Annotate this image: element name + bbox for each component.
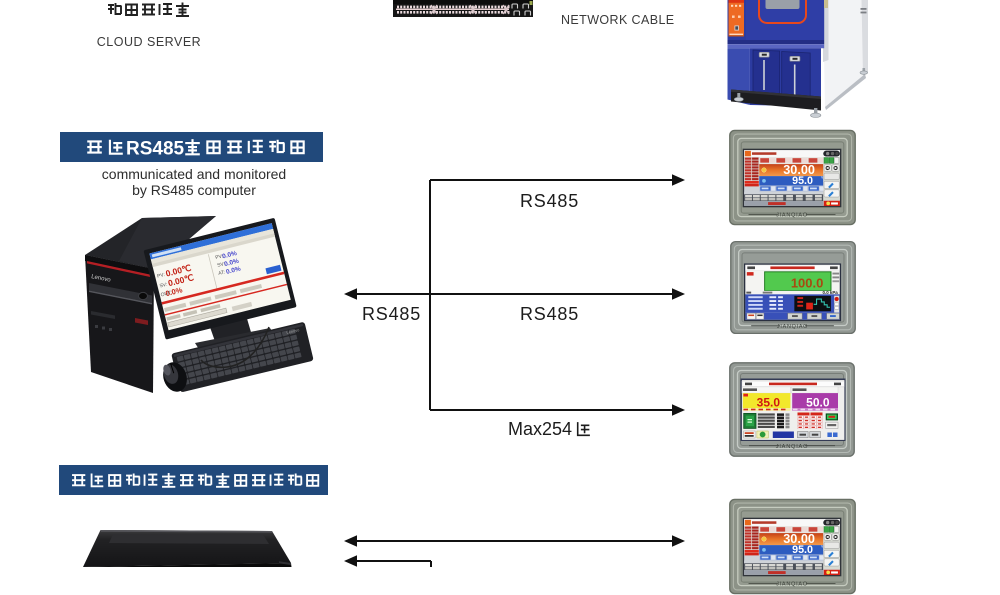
- svg-text:0.0%: 0.0%: [222, 250, 238, 260]
- svg-text:%: %: [821, 544, 825, 549]
- svg-text:0.0%: 0.0%: [165, 285, 184, 298]
- svg-text:JIANQIAO: JIANQIAO: [777, 324, 808, 330]
- svg-text:PV:: PV:: [157, 272, 166, 280]
- svg-text:OUT:: OUT:: [160, 290, 173, 299]
- svg-text:95.0: 95.0: [792, 544, 813, 556]
- svg-text:Lenovo: Lenovo: [286, 327, 301, 335]
- svg-text:JIANQIAO: JIANQIAO: [776, 444, 809, 450]
- svg-text:SV:: SV:: [159, 282, 168, 290]
- svg-text:%: %: [821, 175, 825, 180]
- svg-text:95.0: 95.0: [792, 175, 813, 187]
- svg-text:100.0: 100.0: [791, 275, 823, 290]
- svg-text:SV:: SV:: [217, 261, 226, 269]
- svg-text:AT:: AT:: [218, 269, 226, 276]
- svg-text:PV:: PV:: [215, 253, 224, 261]
- svg-text:Lenovo: Lenovo: [91, 274, 112, 284]
- svg-text:50.0: 50.0: [806, 395, 830, 409]
- svg-text:30.00: 30.00: [783, 163, 815, 177]
- svg-text:JIANQIAO: JIANQIAO: [776, 582, 808, 588]
- svg-text:35.0: 35.0: [757, 395, 781, 409]
- svg-text:0.0%: 0.0%: [225, 265, 241, 275]
- svg-text:RS485: RS485: [126, 139, 185, 160]
- svg-text:0.0 kPa: 0.0 kPa: [823, 290, 839, 295]
- svg-text:0.0%: 0.0%: [224, 258, 240, 268]
- svg-text:JIANQIAO: JIANQIAO: [776, 213, 808, 219]
- svg-text:30.00: 30.00: [783, 532, 815, 546]
